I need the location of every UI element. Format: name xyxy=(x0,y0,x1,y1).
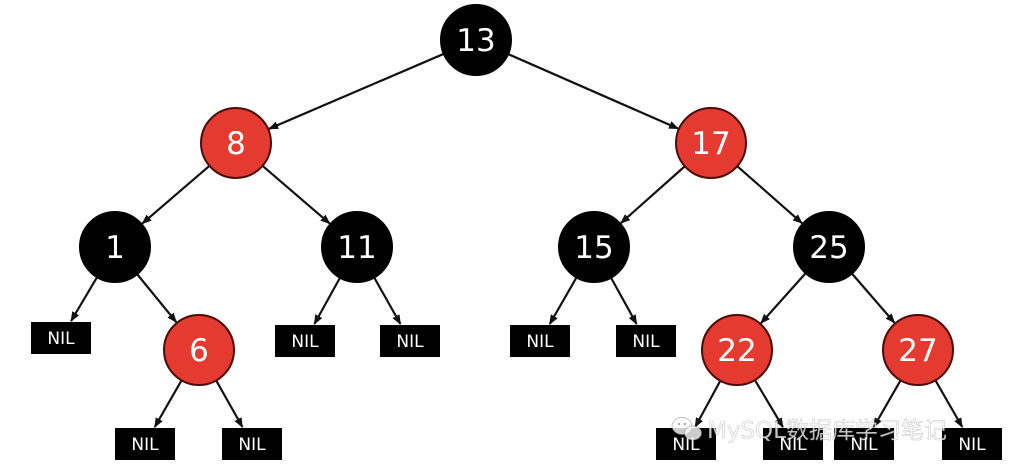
nil-label: NIL xyxy=(47,329,75,349)
nil-box xyxy=(380,325,440,357)
node-label: 11 xyxy=(337,230,376,266)
edge-n13-n17 xyxy=(507,53,679,130)
watermark-text: MySQL数据库学习笔记 xyxy=(707,418,947,444)
nil-leaf: NIL xyxy=(380,325,440,357)
nil-leaf: NIL xyxy=(31,322,91,354)
node-circle xyxy=(321,211,393,283)
black-node-1: 1 xyxy=(79,211,151,283)
nil-label: NIL xyxy=(958,435,986,455)
edge-n1-nil1L xyxy=(70,276,99,322)
edge-n15-nil15R xyxy=(609,277,638,325)
edge-n6-nil6L xyxy=(153,379,183,428)
edge-n27-nil27L xyxy=(872,379,902,428)
nil-leaf: NIL xyxy=(510,325,570,357)
nil-label: NIL xyxy=(396,332,424,352)
node-label: 1 xyxy=(105,230,125,266)
node-circle xyxy=(440,4,512,76)
nil-label: NIL xyxy=(850,435,878,455)
node-circle xyxy=(701,314,773,386)
nil-leaf: NIL xyxy=(275,325,335,357)
node-label: 8 xyxy=(226,126,246,162)
nil-box xyxy=(222,428,282,460)
black-node-25: 25 xyxy=(793,211,865,283)
nil-box xyxy=(942,428,1002,460)
edge-n11-nil11R xyxy=(373,276,402,325)
nil-box xyxy=(616,325,676,357)
nil-label: NIL xyxy=(779,435,807,455)
edge-n25-n27 xyxy=(851,272,896,324)
nil-leaves: NIL NIL NIL NIL NIL NIL NIL NIL NIL NIL NIL xyxy=(31,322,1002,460)
red-node-22: 22 xyxy=(701,314,773,386)
nil-leaf: NIL xyxy=(656,428,716,460)
node-circle xyxy=(882,314,954,386)
node-circle xyxy=(675,107,747,179)
nil-label: NIL xyxy=(672,435,700,455)
edge-n1-n6 xyxy=(136,273,178,323)
watermark: MySQL数据库学习笔记 xyxy=(671,417,947,444)
nil-box xyxy=(763,428,823,460)
node-circle xyxy=(200,107,272,179)
edge-n17-n15 xyxy=(620,165,686,224)
node-label: 25 xyxy=(809,230,848,266)
edge-n15-nil15L xyxy=(548,276,578,325)
black-node-15: 15 xyxy=(558,211,630,283)
nil-leaf: NIL xyxy=(763,428,823,460)
edge-n8-n1 xyxy=(141,164,211,225)
nil-leaf: NIL xyxy=(834,428,894,460)
nil-leaf: NIL xyxy=(222,428,282,460)
edge-n8-n11 xyxy=(261,164,331,225)
red-node-27: 27 xyxy=(882,314,954,386)
wechat-icon xyxy=(671,417,702,441)
node-label: 15 xyxy=(574,230,613,266)
node-label: 17 xyxy=(691,126,730,162)
edges xyxy=(70,52,964,428)
red-node-17: 17 xyxy=(675,107,747,179)
edge-n22-nil22R xyxy=(753,379,784,428)
nil-label: NIL xyxy=(526,332,554,352)
edge-n17-n25 xyxy=(736,165,803,225)
nil-box xyxy=(510,325,570,357)
edge-n6-nil6R xyxy=(215,379,244,428)
black-node-13: 13 xyxy=(440,4,512,76)
nil-box xyxy=(834,428,894,460)
red-node-8: 8 xyxy=(200,107,272,179)
node-label: 27 xyxy=(898,333,937,369)
nil-box xyxy=(31,322,91,354)
node-circle xyxy=(79,211,151,283)
edge-n11-nil11L xyxy=(313,277,342,325)
nil-label: NIL xyxy=(291,332,319,352)
red-node-6: 6 xyxy=(163,314,235,386)
node-label: 22 xyxy=(717,333,756,369)
nil-leaf: NIL xyxy=(616,325,676,357)
node-circle xyxy=(558,211,630,283)
nil-label: NIL xyxy=(238,435,266,455)
node-circle xyxy=(793,211,865,283)
nil-label: NIL xyxy=(131,435,159,455)
edge-n27-nil27R xyxy=(934,379,964,428)
node-circle xyxy=(163,314,235,386)
black-node-11: 11 xyxy=(321,211,393,283)
edge-n25-n22 xyxy=(760,272,807,324)
nil-box xyxy=(115,428,175,460)
nil-leaf: NIL xyxy=(942,428,1002,460)
edge-n13-n8 xyxy=(268,52,445,130)
edge-n22-nil22L xyxy=(694,380,722,428)
nil-label: NIL xyxy=(632,332,660,352)
nil-leaf: NIL xyxy=(115,428,175,460)
nil-box xyxy=(275,325,335,357)
node-label: 13 xyxy=(456,23,495,59)
node-label: 6 xyxy=(189,333,209,369)
